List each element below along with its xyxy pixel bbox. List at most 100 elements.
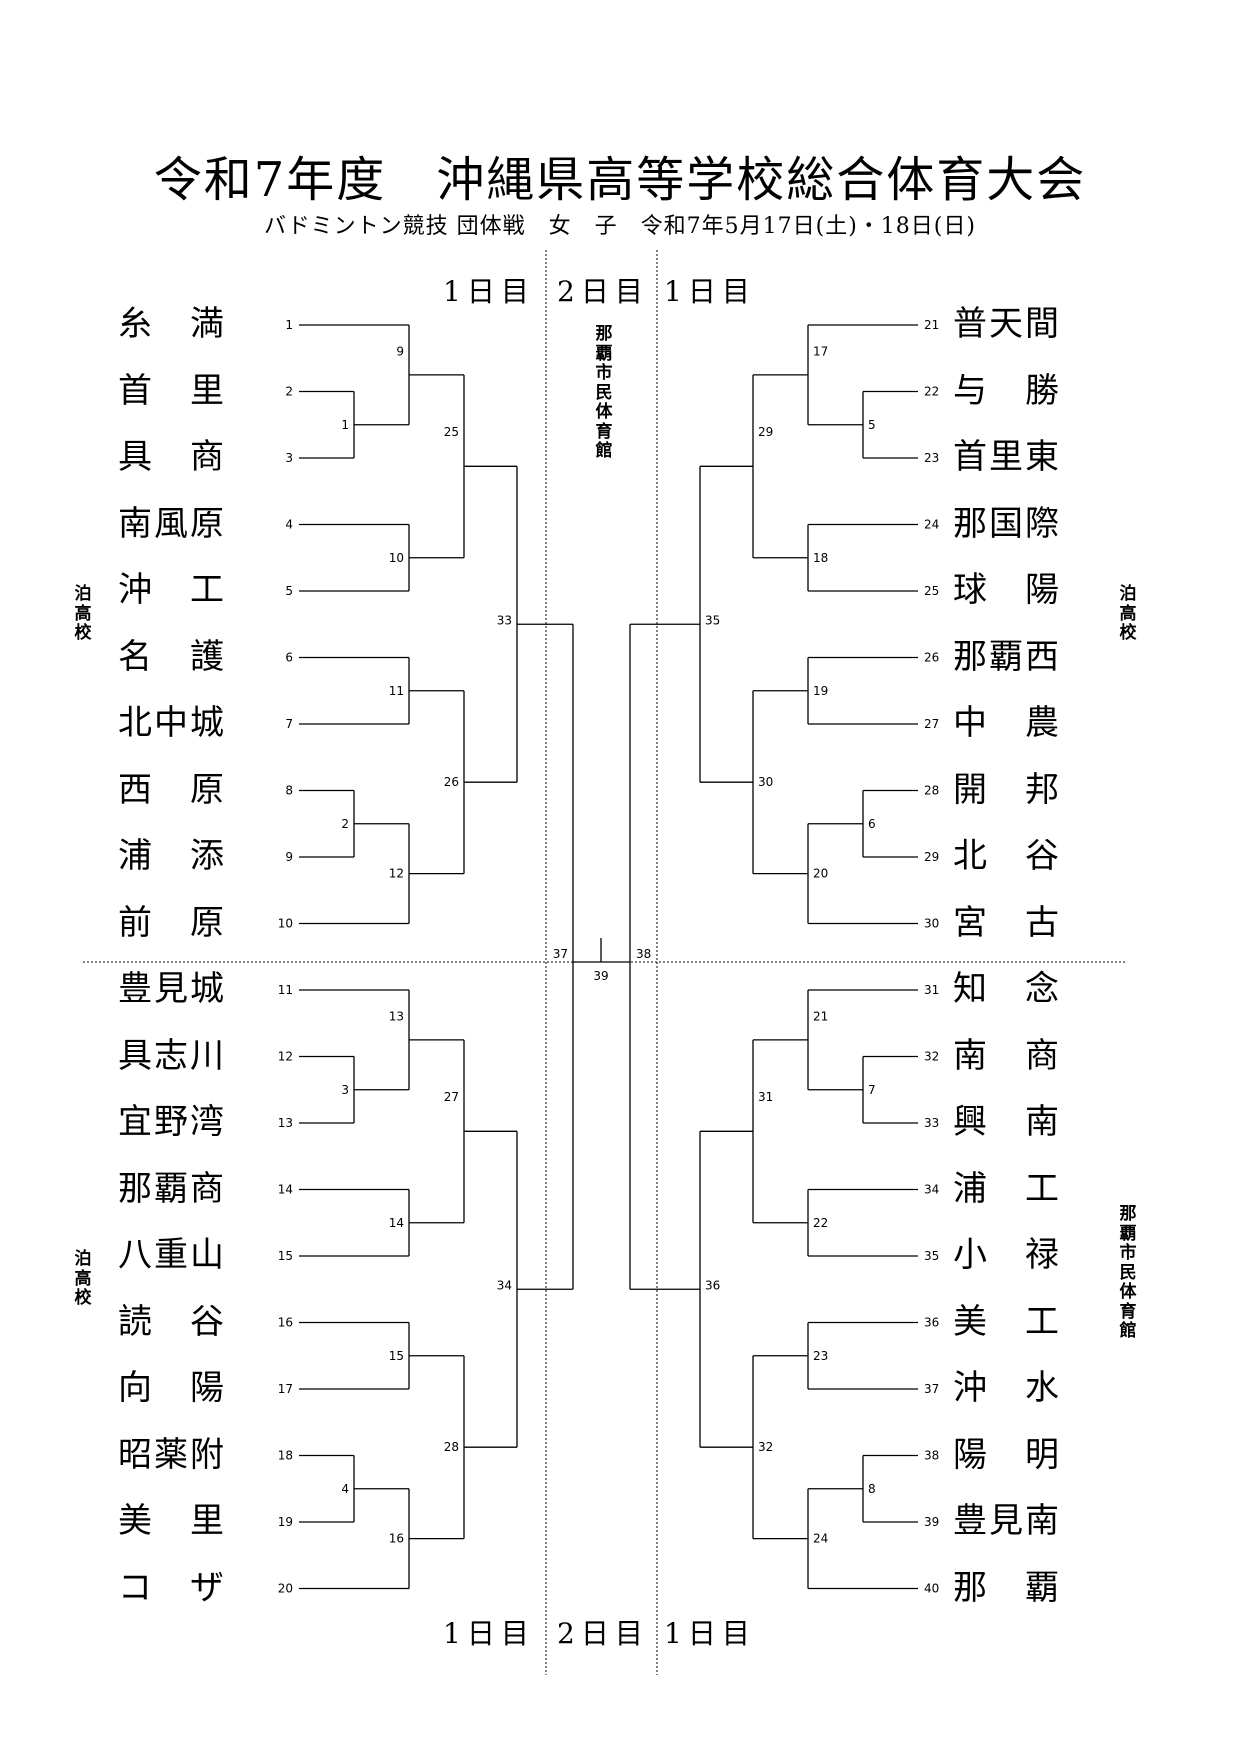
page-title: 令和7年度 沖縄県高等学校総合体育大会: [153, 152, 1087, 208]
team-name-right: 宮 古: [953, 902, 1061, 943]
team-name-left: 前 原: [118, 902, 226, 943]
seed-number-right: 21: [924, 318, 939, 332]
team-name-left: 向 陽: [118, 1368, 226, 1408]
page-subtitle: バドミントン競技 団体戦 女 子 令和7年5月17日(土)・18日(日): [264, 214, 976, 239]
semifinal-number: 38: [636, 947, 651, 961]
day-label-1-right-top: 1日目: [664, 275, 756, 308]
team-name-left: 浦 添: [118, 836, 226, 876]
seed-number-right: 23: [924, 451, 939, 465]
seed-number-right: 40: [924, 1582, 939, 1596]
match-number: 15: [389, 1349, 404, 1363]
seed-number-right: 35: [924, 1249, 939, 1263]
seed-number-left: 2: [285, 385, 293, 399]
match-number: 2: [341, 817, 349, 831]
match-number: 27: [444, 1090, 459, 1104]
seed-number-left: 18: [278, 1449, 293, 1463]
match-number: 3: [341, 1083, 349, 1097]
seed-number-right: 32: [924, 1050, 939, 1064]
seed-number-left: 20: [278, 1582, 293, 1596]
team-name-left: 南風原: [118, 503, 226, 544]
match-number: 22: [813, 1216, 828, 1230]
day-label-2-bottom: 2日目: [557, 1617, 649, 1650]
match-number: 17: [813, 345, 828, 359]
match-number: 4: [341, 1482, 349, 1496]
seed-number-left: 1: [285, 318, 293, 332]
seed-number-right: 36: [924, 1316, 939, 1330]
match-number: 30: [758, 775, 773, 789]
match-number: 19: [813, 684, 828, 698]
seed-number-right: 39: [924, 1515, 939, 1529]
seed-number-left: 12: [278, 1050, 293, 1064]
match-number: 7: [868, 1083, 876, 1097]
venue-label-right-top: 泊高校: [1119, 584, 1137, 644]
team-name-right: 普天間: [953, 304, 1061, 344]
seed-number-left: 16: [278, 1316, 293, 1330]
team-name-left: 具 商: [118, 437, 226, 477]
team-name-right: 北 谷: [953, 836, 1061, 876]
team-name-left: 名 護: [118, 636, 226, 677]
seed-number-left: 8: [285, 784, 293, 798]
team-name-left: 宜野湾: [118, 1102, 226, 1142]
match-number: 9: [396, 345, 404, 359]
match-number: 14: [389, 1216, 404, 1230]
team-name-right: 浦 工: [953, 1168, 1061, 1209]
seed-number-left: 15: [278, 1249, 293, 1263]
final-number: 39: [593, 969, 608, 983]
seed-number-right: 28: [924, 784, 939, 798]
seed-number-right: 31: [924, 983, 939, 997]
match-number: 13: [389, 1010, 404, 1024]
day-label-1-right-bottom: 1日目: [664, 1617, 756, 1650]
team-name-left: 美 里: [118, 1501, 226, 1541]
team-name-left: 具志川: [118, 1035, 226, 1076]
team-name-left: 北中城: [118, 703, 226, 743]
match-number: 10: [389, 551, 404, 565]
seed-number-right: 29: [924, 850, 939, 864]
seed-number-left: 4: [285, 518, 293, 532]
seed-number-right: 33: [924, 1116, 939, 1130]
match-number: 28: [444, 1440, 459, 1454]
match-number: 23: [813, 1349, 828, 1363]
match-number: 20: [813, 867, 828, 881]
team-name-right: 那国際: [953, 503, 1061, 544]
match-number: 32: [758, 1440, 773, 1454]
seed-number-left: 7: [285, 717, 293, 731]
venue-label-left-bottom: 泊高校: [74, 1249, 92, 1309]
team-name-right: 小 禄: [953, 1235, 1061, 1275]
team-name-left: 昭薬附: [118, 1434, 226, 1475]
match-number: 26: [444, 775, 459, 789]
seed-number-left: 3: [285, 451, 293, 465]
team-name-right: 知 念: [953, 969, 1061, 1009]
seed-number-left: 17: [278, 1382, 293, 1396]
seed-number-right: 22: [924, 385, 939, 399]
team-name-left: 八重山: [118, 1235, 226, 1275]
team-name-left: 那覇商: [118, 1168, 226, 1209]
seed-number-right: 25: [924, 584, 939, 598]
team-name-right: 興 南: [953, 1102, 1061, 1142]
seed-number-left: 14: [278, 1183, 293, 1197]
seed-number-right: 34: [924, 1183, 939, 1197]
team-name-left: 豊見城: [118, 969, 226, 1009]
match-number: 6: [868, 817, 876, 831]
day-label-2-top: 2日目: [557, 275, 649, 308]
seed-number-left: 19: [278, 1515, 293, 1529]
team-name-right: 開 邦: [953, 769, 1061, 810]
seed-number-left: 13: [278, 1116, 293, 1130]
match-number: 5: [868, 418, 876, 432]
day-label-1-left-top: 1日目: [443, 275, 535, 308]
venue-label-left-top: 泊高校: [74, 584, 92, 644]
team-name-right: 那 覇: [953, 1567, 1061, 1608]
seed-number-right: 30: [924, 917, 939, 931]
seed-number-right: 38: [924, 1449, 939, 1463]
team-name-right: 首里東: [953, 437, 1061, 477]
match-number: 35: [705, 613, 720, 627]
match-number: 33: [497, 613, 512, 627]
match-number: 29: [758, 425, 773, 439]
match-number: 24: [813, 1532, 828, 1546]
match-number: 34: [497, 1278, 512, 1292]
seed-number-left: 11: [278, 983, 293, 997]
team-name-right: 豊見南: [953, 1501, 1061, 1541]
match-number: 31: [758, 1090, 773, 1104]
match-number: 8: [868, 1482, 876, 1496]
team-name-right: 陽 明: [953, 1434, 1061, 1475]
